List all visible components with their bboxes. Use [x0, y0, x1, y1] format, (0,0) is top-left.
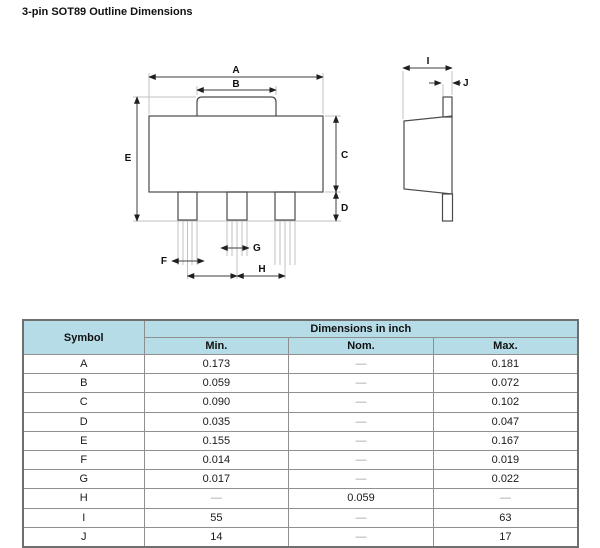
min-cell: 55	[143, 507, 290, 528]
nom-cell: —	[288, 469, 434, 490]
dimension-lines	[134, 65, 461, 279]
table-row: E 0.155 — 0.167	[22, 430, 579, 451]
max-cell: 0.072	[432, 373, 579, 394]
pin-1	[177, 191, 198, 221]
package-outline-drawing: A B C D E F G H I J	[125, 56, 469, 279]
max-cell: 17	[432, 526, 579, 548]
table-row: I 55 — 63	[22, 507, 579, 528]
symbol-cell: I	[22, 507, 145, 528]
max-cell: 0.019	[432, 449, 579, 471]
side-view-body	[403, 115, 453, 195]
nom-cell: —	[288, 353, 434, 375]
table-row: F 0.014 — 0.019	[22, 449, 579, 471]
min-header: Min.	[143, 337, 290, 355]
dim-label-f: F	[161, 256, 167, 267]
max-cell: 0.102	[432, 392, 579, 413]
max-cell: 0.047	[432, 411, 579, 432]
symbol-cell: J	[22, 526, 145, 548]
dimensions-table: Symbol Dimensions in inch Min. Nom. Max.…	[22, 319, 579, 548]
min-cell: —	[143, 488, 290, 509]
table-row: C 0.090 — 0.102	[22, 392, 579, 413]
table-header-row-1: Symbol Dimensions in inch	[22, 319, 579, 355]
symbol-cell: A	[22, 353, 145, 375]
symbol-cell: C	[22, 392, 145, 413]
dim-label-a: A	[232, 65, 239, 76]
table-row: H — 0.059 —	[22, 488, 579, 509]
dim-label-j: J	[463, 78, 469, 89]
symbol-cell: F	[22, 449, 145, 471]
nom-header: Nom.	[288, 337, 434, 355]
nom-cell: —	[288, 373, 434, 394]
dim-label-d: D	[341, 203, 348, 214]
min-cell: 0.035	[143, 411, 290, 432]
nom-cell: —	[288, 507, 434, 528]
nom-cell: —	[288, 430, 434, 451]
nom-cell: 0.059	[288, 488, 434, 509]
side-view-pin	[441, 193, 454, 222]
dim-label-e: E	[125, 153, 132, 164]
symbol-cell: G	[22, 469, 145, 490]
symbol-cell: B	[22, 373, 145, 394]
max-header: Max.	[432, 337, 579, 355]
side-view-tab	[442, 96, 453, 118]
table-header-row-2: Min. Nom. Max.	[23, 337, 579, 355]
dimension-labels: A B C D E F G H I J	[125, 56, 469, 275]
front-view-body	[148, 115, 324, 193]
nom-cell: —	[288, 449, 434, 471]
table-row: J 14 — 17	[22, 526, 579, 548]
dim-label-b: B	[232, 79, 239, 90]
min-cell: 0.017	[143, 469, 290, 490]
table-row: B 0.059 — 0.072	[22, 373, 579, 394]
page-title: 3-pin SOT89 Outline Dimensions	[22, 6, 193, 18]
side-view	[403, 96, 454, 222]
min-cell: 0.014	[143, 449, 290, 471]
max-cell: 0.167	[432, 430, 579, 451]
dim-label-i: I	[427, 56, 430, 67]
dim-label-h: H	[258, 264, 265, 275]
max-cell: 63	[432, 507, 579, 528]
symbol-header: Symbol	[22, 319, 145, 355]
min-cell: 0.090	[143, 392, 290, 413]
symbol-cell: E	[22, 430, 145, 451]
table-row: G 0.017 — 0.022	[22, 469, 579, 490]
min-cell: 0.173	[143, 353, 290, 375]
max-cell: —	[432, 488, 579, 509]
min-cell: 0.155	[143, 430, 290, 451]
min-cell: 0.059	[143, 373, 290, 394]
pin-2	[226, 191, 248, 221]
symbol-cell: H	[22, 488, 145, 509]
dim-label-g: G	[253, 243, 261, 254]
max-cell: 0.181	[432, 353, 579, 375]
front-view-tab	[196, 96, 277, 116]
dim-label-c: C	[341, 150, 348, 161]
min-cell: 14	[143, 526, 290, 548]
nom-cell: —	[288, 526, 434, 548]
symbol-cell: D	[22, 411, 145, 432]
table-row: A 0.173 — 0.181	[22, 353, 579, 375]
table-row: D 0.035 — 0.047	[22, 411, 579, 432]
pin-3	[274, 191, 296, 221]
max-cell: 0.022	[432, 469, 579, 490]
nom-cell: —	[288, 392, 434, 413]
group-header: Dimensions in inch	[143, 319, 579, 338]
front-view	[148, 96, 324, 221]
nom-cell: —	[288, 411, 434, 432]
